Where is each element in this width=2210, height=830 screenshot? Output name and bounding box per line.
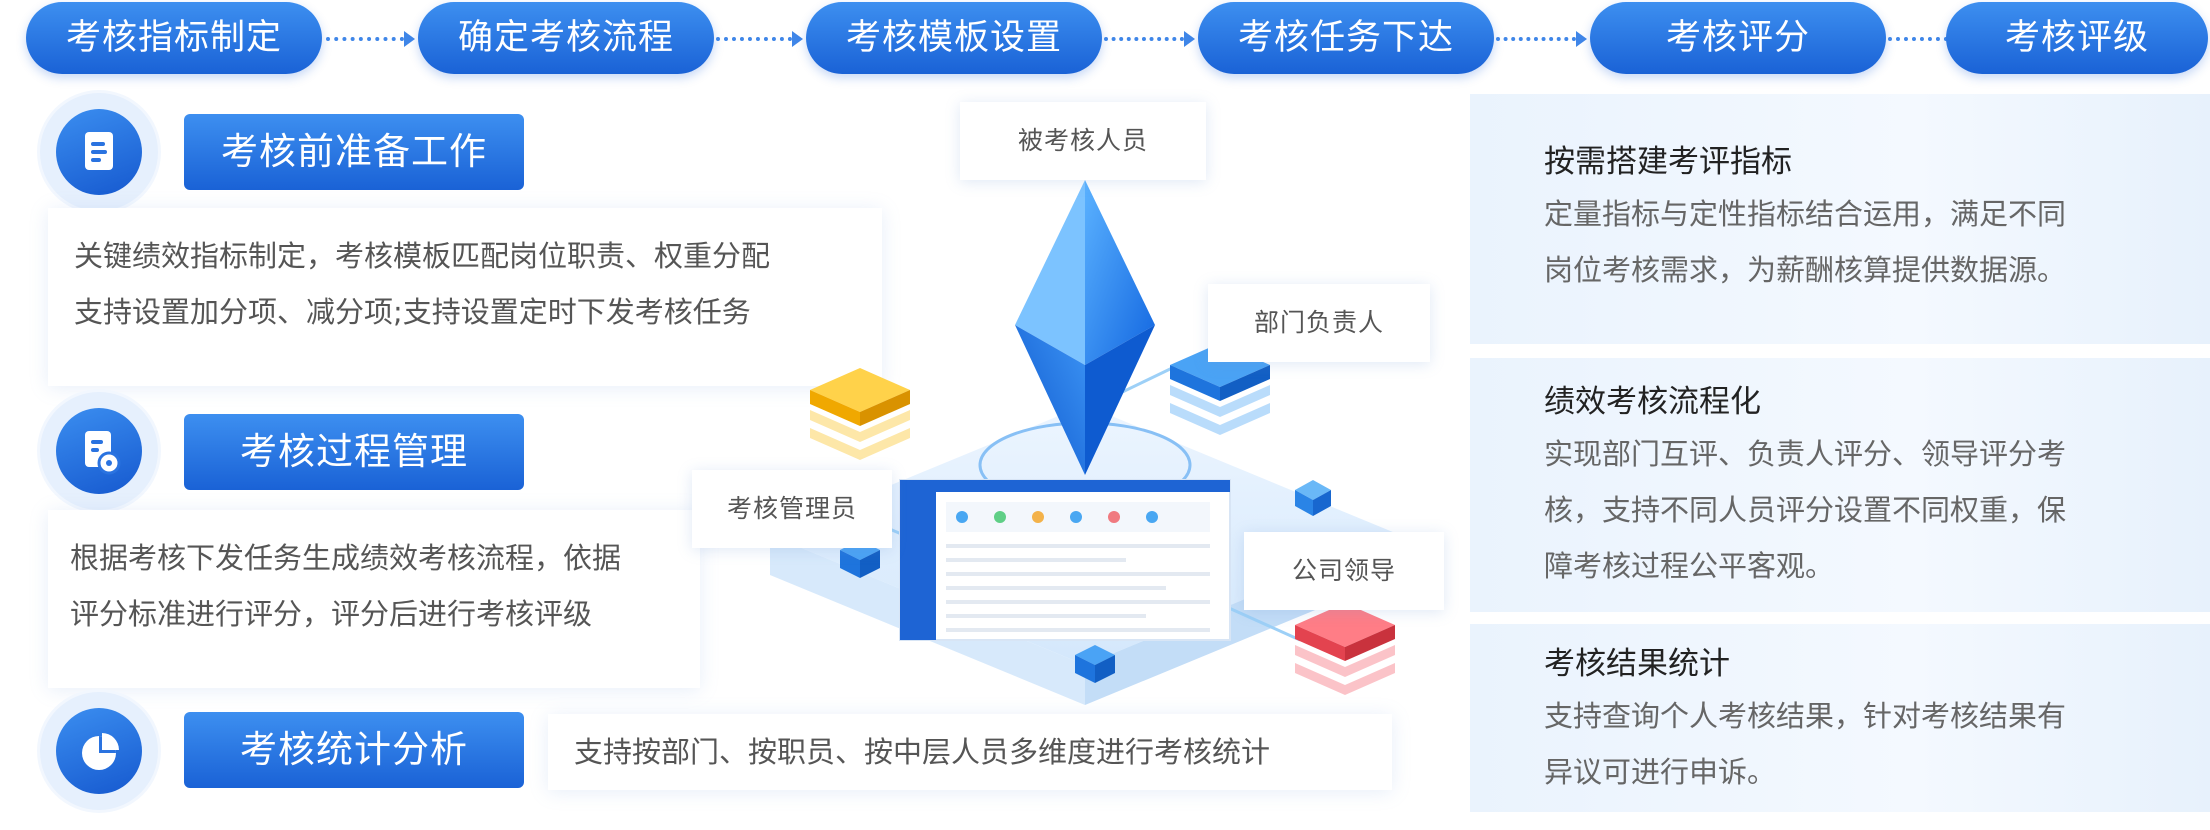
panel-text: 实现部门互评、负责人评分、领导评分考 核，支持不同人员评分设置不同权重，保 障考… [1544, 437, 2067, 583]
feature-icon-badge [40, 692, 158, 810]
yellow-stack [810, 368, 910, 460]
info-panel-indicators: 按需搭建考评指标 定量指标与定性指标结合运用，满足不同 岗位考核需求，为薪酬核算… [1470, 94, 2210, 344]
flow-step-5: 考核评分 [1590, 2, 1886, 74]
document-gear-icon [85, 431, 121, 475]
feature-icon-badge [40, 93, 158, 211]
feature-desc-process: 根据考核下发任务生成绩效考核流程，依据 评分标准进行评分，评分后进行考核评级 [48, 510, 700, 688]
info-panel-results: 考核结果统计 支持查询个人考核结果，针对考核结果有 异议可进行申诉。 [1470, 624, 2210, 812]
red-stack [1295, 603, 1395, 695]
flow-connector [1104, 37, 1184, 41]
feature-title-prep: 考核前准备工作 [184, 114, 524, 190]
arrow-right-icon [1184, 31, 1195, 47]
feature-icon-badge [40, 392, 158, 510]
flow-connector [716, 37, 792, 41]
panel-title: 按需搭建考评指标 [1544, 144, 1792, 180]
flow-step-6: 考核评级 [1946, 2, 2208, 74]
flow-step-2: 确定考核流程 [418, 2, 714, 74]
panel-text: 支持查询个人考核结果，针对考核结果有 异议可进行申诉。 [1544, 699, 2067, 789]
panel-title: 绩效考核流程化 [1544, 384, 1761, 420]
feature-title-process: 考核过程管理 [184, 414, 524, 490]
role-tag-leader: 公司领导 [1244, 532, 1444, 610]
role-tag-dept-head: 部门负责人 [1208, 284, 1430, 362]
arrow-right-icon [792, 31, 803, 47]
flow-connector [1888, 37, 1948, 41]
flow-connector [326, 37, 404, 41]
info-panel-workflow: 绩效考核流程化 实现部门互评、负责人评分、领导评分考 核，支持不同人员评分设置不… [1470, 358, 2210, 612]
arrow-right-icon [404, 31, 415, 47]
pie-chart-icon [82, 733, 119, 770]
flow-step-4: 考核任务下达 [1198, 2, 1494, 74]
dashboard-preview [899, 479, 1231, 641]
flow-step-3: 考核模板设置 [806, 2, 1102, 74]
feature-desc-stats: 支持按部门、按职员、按中层人员多维度进行考核统计 [548, 714, 1392, 790]
panel-title: 考核结果统计 [1544, 646, 1730, 682]
document-list-icon [85, 132, 113, 170]
feature-title-stats: 考核统计分析 [184, 712, 524, 788]
feature-desc-prep: 关键绩效指标制定，考核模板匹配岗位职责、权重分配 支持设置加分项、减分项;支持设… [48, 208, 882, 386]
flow-step-1: 考核指标制定 [26, 2, 322, 74]
role-tag-assessed: 被考核人员 [960, 102, 1206, 180]
panel-text: 定量指标与定性指标结合运用，满足不同 岗位考核需求，为薪酬核算提供数据源。 [1544, 197, 2067, 287]
arrow-right-icon [1576, 31, 1587, 47]
flow-connector [1496, 37, 1576, 41]
role-tag-admin: 考核管理员 [692, 470, 892, 548]
